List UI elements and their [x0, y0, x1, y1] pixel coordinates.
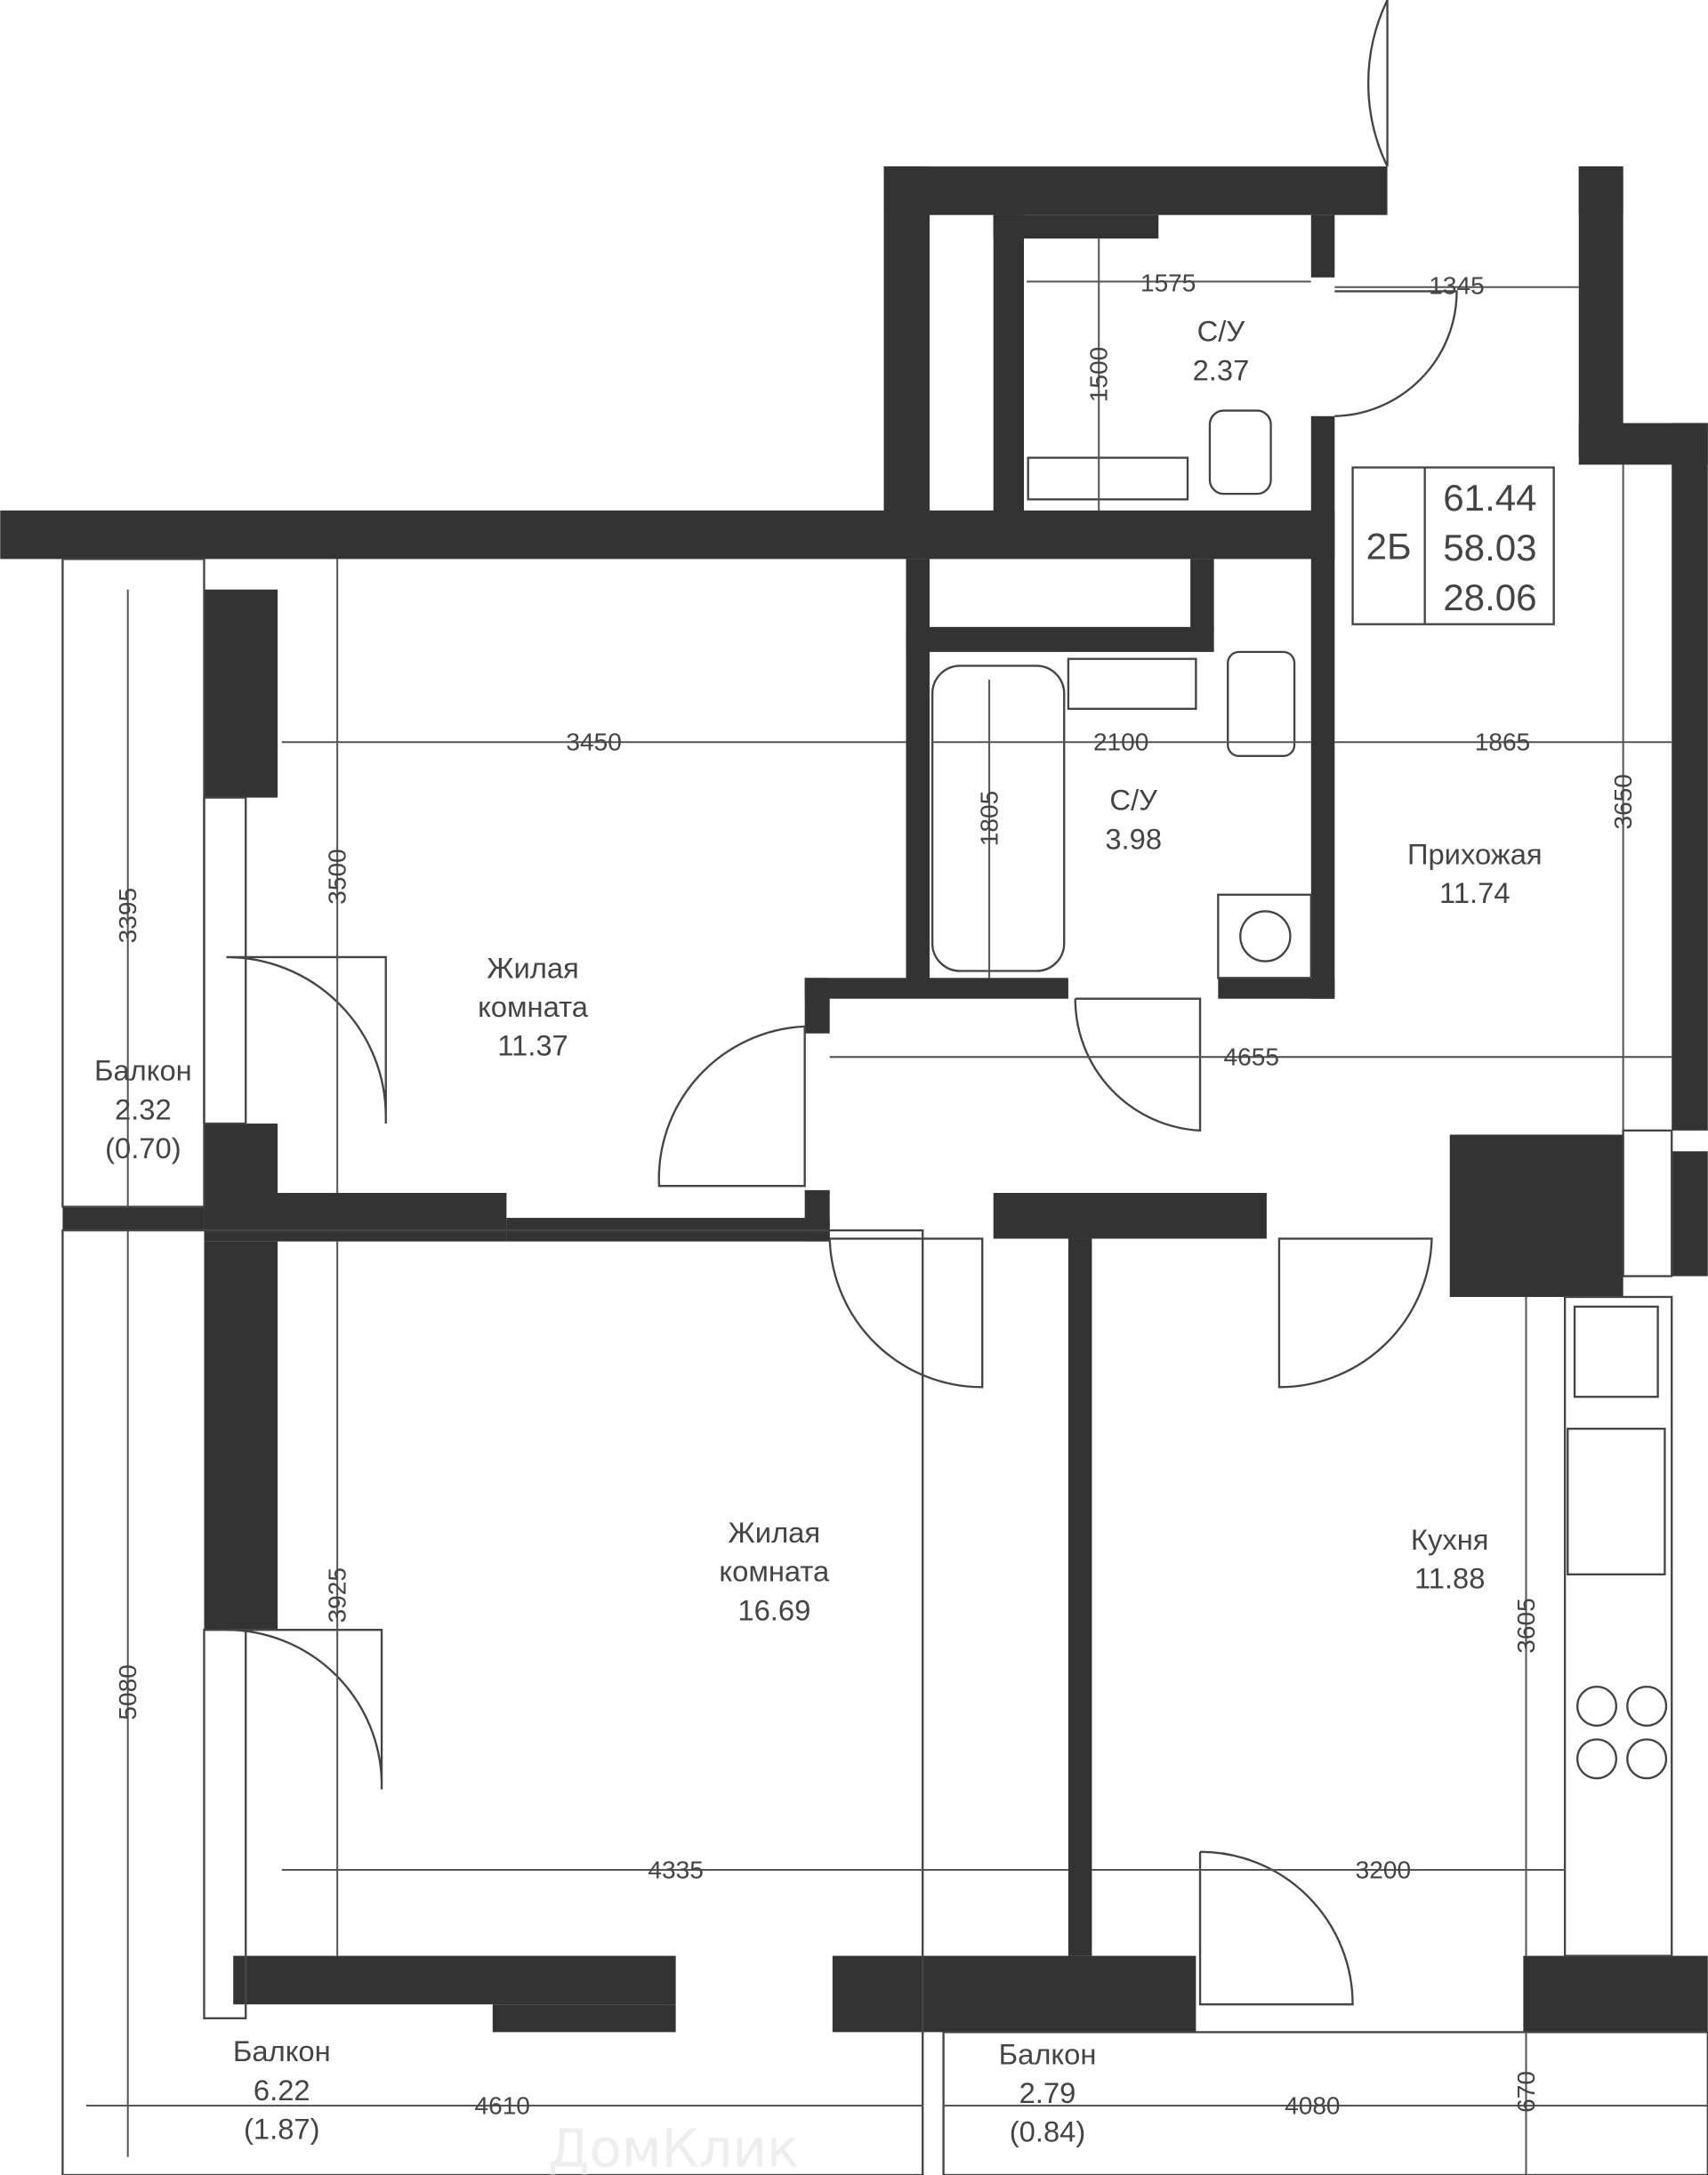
dim-label: 4080: [1285, 2091, 1340, 2119]
room-name: С/У: [1197, 315, 1245, 348]
living-total-area: 58.03: [1443, 527, 1536, 568]
doors: [226, 0, 1458, 2006]
dim-label: 3500: [324, 849, 351, 904]
dim-label: 1805: [975, 791, 1003, 846]
walls: [0, 166, 1708, 2033]
room-area: 3.98: [1105, 822, 1162, 855]
outlines: [61, 409, 1708, 2175]
dim-label: 2100: [1093, 729, 1148, 756]
room-reduced-area: (0.70): [105, 1132, 181, 1164]
dim-label: 3395: [114, 888, 141, 943]
room-area: 2.37: [1193, 353, 1250, 386]
dimension-lines: [85, 238, 1708, 2175]
living-area: 28.06: [1443, 576, 1536, 618]
dim-label: 3605: [1512, 1598, 1540, 1653]
room-area: 2.32: [115, 1092, 172, 1125]
total-area: 61.44: [1443, 477, 1536, 519]
dim-label: 3650: [1609, 774, 1637, 829]
dim-label: 3925: [324, 1567, 351, 1623]
dim-label: 3450: [566, 729, 621, 756]
room-name: Балкон: [999, 2037, 1097, 2070]
room-name: комната: [478, 990, 589, 1023]
room-name: Жилая: [487, 951, 579, 984]
room-area: 16.69: [737, 1593, 810, 1626]
dimension-labels: 1575 1345 1500 3450 2100 1865 1805 3650 …: [114, 269, 1637, 2119]
room-name: С/У: [1109, 784, 1157, 817]
room-name: Балкон: [94, 1054, 192, 1087]
room-area: 11.37: [497, 1029, 568, 1062]
dim-label: 1345: [1429, 272, 1484, 300]
dim-label: 5080: [114, 1664, 141, 1720]
room-area: 2.79: [1019, 2076, 1076, 2109]
room-area: 6.22: [254, 2074, 310, 2107]
dim-label: 1575: [1140, 269, 1196, 296]
room-area: 11.74: [1439, 876, 1510, 909]
room-name: Кухня: [1411, 1523, 1489, 1556]
dim-label: 1865: [1475, 729, 1530, 756]
room-name: Балкон: [233, 2034, 331, 2067]
room-labels: С/У 2.37 С/У 3.98 Прихожая 11.74 Жилая к…: [94, 315, 1543, 2148]
room-name: Жилая: [729, 1516, 821, 1549]
dim-label: 4335: [648, 1856, 703, 1883]
dim-label: 4610: [475, 2091, 530, 2119]
apartment-info-box: 2Б 61.44 58.03 28.06: [1366, 477, 1537, 618]
dim-label: 4655: [1224, 1043, 1279, 1071]
room-name: Прихожая: [1407, 837, 1543, 870]
room-reduced-area: (1.87): [244, 2112, 320, 2145]
room-area: 11.88: [1414, 1561, 1485, 1594]
watermark: ДомКлик: [548, 2118, 798, 2175]
apartment-type: 2Б: [1366, 525, 1412, 567]
dim-label: 670: [1512, 2071, 1540, 2113]
dim-label: 1500: [1085, 347, 1113, 402]
dim-label: 3200: [1356, 1856, 1411, 1883]
room-name: комната: [719, 1555, 830, 1588]
room-reduced-area: (0.84): [1010, 2115, 1086, 2148]
